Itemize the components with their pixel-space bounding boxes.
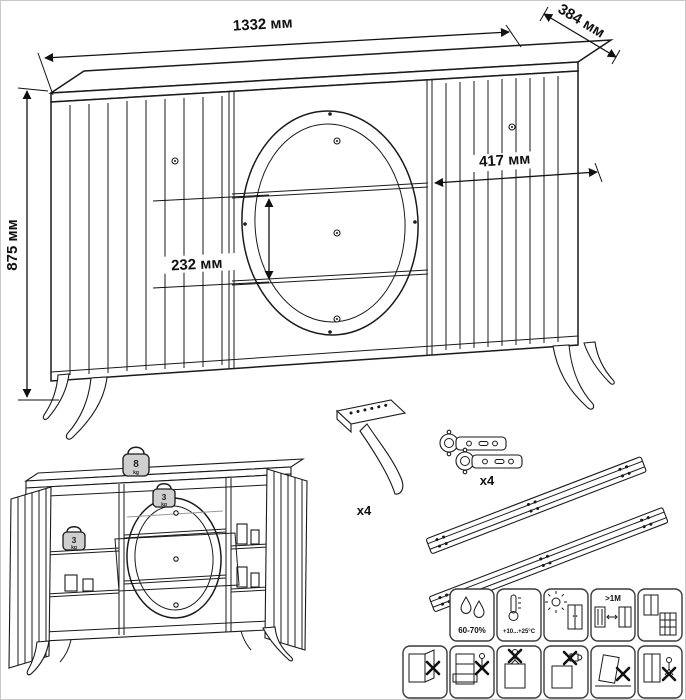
open-left-door xyxy=(8,486,52,669)
no-stand-on-top-icon xyxy=(496,645,542,699)
no-climb-drawers-icon xyxy=(449,645,495,699)
leg-qty-label: x4 xyxy=(357,503,372,518)
no-hang-on-door-icon xyxy=(402,645,448,699)
panel-dividers xyxy=(228,80,433,369)
weight-center-unit: kg xyxy=(161,502,167,508)
weight-shelf: 3 kg xyxy=(62,526,86,551)
open-cabinet-legs xyxy=(26,626,294,676)
heat-distance-icon: >1M xyxy=(590,588,636,642)
weight-top-value: 8 xyxy=(133,459,139,470)
left-door-slats xyxy=(69,96,223,375)
dimension-width: 1332 мм xyxy=(37,14,522,96)
weight-top-unit: kg xyxy=(133,470,139,476)
weight-top: 8 kg xyxy=(122,446,150,477)
dim-drawer-height-label: 232 мм xyxy=(171,255,223,275)
dimension-door-width: 417 мм xyxy=(434,150,603,187)
dim-width-label: 1332 мм xyxy=(232,14,293,34)
drawer-slide-2 xyxy=(429,507,669,612)
temperature-label: +10...+25°C xyxy=(503,629,536,635)
care-icon-grid: 60-70% +10...+25°C xyxy=(402,588,683,699)
open-cabinet-drawing: 8 kg 3 kg 3 kg xyxy=(8,446,308,676)
no-spill-icon xyxy=(543,645,589,699)
left-door-knob xyxy=(171,157,179,165)
dimension-drawer-height: 232 мм xyxy=(152,194,274,289)
weight-center-value: 3 xyxy=(162,492,167,502)
min-distance-label: >1M xyxy=(605,594,621,603)
cabinet-front-face xyxy=(50,70,579,382)
dim-height-label: 875 мм xyxy=(4,219,21,270)
drawer-slide-1 xyxy=(426,456,647,554)
no-children-climb-icon xyxy=(637,645,683,699)
dim-door-width-label: 417 мм xyxy=(479,150,531,170)
open-right-door xyxy=(264,468,308,651)
leg-part-detail: x4 xyxy=(335,399,407,518)
sunlight-protection-icon xyxy=(543,588,589,642)
temperature-icon: +10...+25°C xyxy=(496,588,542,642)
right-door-slats xyxy=(445,76,559,350)
ventilation-grid-icon xyxy=(637,588,683,642)
humidity-label: 60-70% xyxy=(458,626,486,635)
weight-center: 3 kg xyxy=(152,483,176,508)
hinge-2 xyxy=(455,447,523,475)
open-drawer-front xyxy=(114,532,240,592)
humidity-icon: 60-70% xyxy=(449,588,495,642)
hinge-1 xyxy=(439,429,507,457)
right-door-knob xyxy=(508,123,516,131)
cabinet-legs xyxy=(42,341,615,440)
hinge-qty-label: x4 xyxy=(480,473,495,488)
drawer-knobs xyxy=(333,137,341,323)
hinge-part-detail: x4 xyxy=(439,429,523,488)
weight-shelf-unit: kg xyxy=(71,545,77,551)
no-tilt-icon xyxy=(590,645,636,699)
dimension-height: 875 мм xyxy=(4,87,59,401)
main-cabinet-drawing xyxy=(42,39,615,440)
open-partitions xyxy=(118,478,232,635)
weight-shelf-value: 3 xyxy=(72,535,77,545)
open-center-section xyxy=(114,497,240,619)
